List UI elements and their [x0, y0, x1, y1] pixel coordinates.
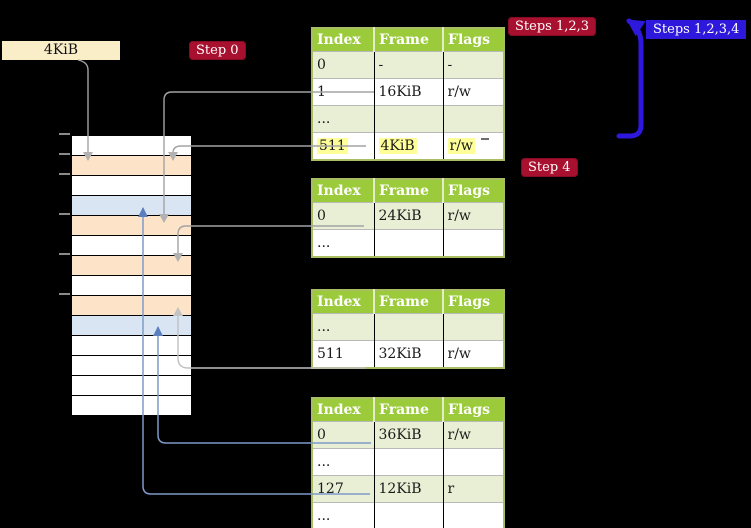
- cell-flags: [442, 448, 504, 476]
- cell-frame: [373, 105, 443, 133]
- memory-frame-row: [72, 156, 191, 176]
- arrow-steps-loopback: [616, 18, 646, 139]
- cell-index: 0: [312, 202, 374, 230]
- column-header-frame: Frame: [373, 290, 443, 314]
- cell-flags: -: [442, 51, 504, 79]
- table-row: ...: [312, 105, 504, 133]
- table-row: 511 32KiB r/w: [312, 340, 504, 368]
- cell-index: ...: [312, 502, 374, 528]
- page-table-1: Index Frame Flags 0 - - 1 16KiB r/w ... …: [311, 27, 505, 161]
- table-row: ...: [312, 448, 504, 476]
- column-header-index: Index: [312, 398, 374, 422]
- memory-frame-row: [72, 276, 191, 296]
- table-row: ...: [312, 229, 504, 257]
- column-header-flags: Flags: [442, 398, 504, 422]
- cell-flags: [442, 502, 504, 528]
- cell-frame: 12KiB: [373, 475, 443, 503]
- memory-frame-row: [72, 196, 191, 216]
- cell-flags: r: [442, 475, 504, 503]
- cell-index: ...: [312, 229, 374, 257]
- page-table-4: Index Frame Flags 0 36KiB r/w ... 127 12…: [311, 397, 505, 528]
- memory-frame-row: [72, 296, 191, 316]
- page-table-2: Index Frame Flags 0 24KiB r/w ...: [311, 178, 505, 258]
- frame-size-label: 4KiB: [2, 41, 120, 60]
- cell-flags: r/w: [442, 132, 504, 160]
- step-0-badge: Step 0: [189, 41, 246, 60]
- table-row: ...: [312, 313, 504, 341]
- cell-index: ...: [312, 105, 374, 133]
- table-row: 127 12KiB r: [312, 475, 504, 503]
- memory-frame-row: [72, 176, 191, 196]
- column-header-flags: Flags: [442, 290, 504, 314]
- column-header-index: Index: [312, 28, 374, 52]
- cell-index: 511: [312, 132, 374, 160]
- memory-frame-row: [72, 136, 191, 156]
- column-header-index: Index: [312, 179, 374, 203]
- memory-frame-row: [72, 216, 191, 236]
- column-header-flags: Flags: [442, 179, 504, 203]
- cell-index: 0: [312, 421, 374, 449]
- column-header-frame: Frame: [373, 398, 443, 422]
- cell-frame: 36KiB: [373, 421, 443, 449]
- cell-frame: 32KiB: [373, 340, 443, 368]
- cell-frame: 24KiB: [373, 202, 443, 230]
- memory-frame-row: [72, 236, 191, 256]
- cell-frame: 16KiB: [373, 78, 443, 106]
- cell-flags: r/w: [442, 78, 504, 106]
- cell-index: 127: [312, 475, 374, 503]
- cell-flags: [442, 313, 504, 341]
- cell-frame: [373, 313, 443, 341]
- cell-frame: -: [373, 51, 443, 79]
- column-header-frame: Frame: [373, 179, 443, 203]
- steps-1234-badge: Steps 1,2,3,4: [646, 20, 747, 39]
- column-header-index: Index: [312, 290, 374, 314]
- cell-index: 1: [312, 78, 374, 106]
- page-table-3: Index Frame Flags ... 511 32KiB r/w: [311, 289, 505, 369]
- steps-123-badge: Steps 1,2,3: [508, 17, 597, 36]
- memory-frame-row: [72, 336, 191, 356]
- step-4-badge: Step 4: [521, 158, 578, 177]
- column-header-flags: Flags: [442, 28, 504, 52]
- memory-frame-row: [72, 396, 191, 415]
- cell-index: 511: [312, 340, 374, 368]
- memory-frame-row: [72, 256, 191, 276]
- cell-flags: [442, 229, 504, 257]
- cell-flags: r/w: [442, 340, 504, 368]
- cell-index: ...: [312, 448, 374, 476]
- physical-memory-stack: [71, 135, 192, 417]
- cell-index: 0: [312, 51, 374, 79]
- column-header-frame: Frame: [373, 28, 443, 52]
- cell-frame: 4KiB: [373, 132, 443, 160]
- cell-flags: [442, 105, 504, 133]
- memory-address-ticks: [59, 133, 70, 295]
- table-row: 0 - -: [312, 51, 504, 79]
- table-row: 0 36KiB r/w: [312, 421, 504, 449]
- table-row: ...: [312, 502, 504, 528]
- cell-index: ...: [312, 313, 374, 341]
- table-row: 1 16KiB r/w: [312, 78, 504, 106]
- cell-frame: [373, 502, 443, 528]
- memory-frame-row: [72, 356, 191, 376]
- memory-frame-row: [72, 376, 191, 396]
- cell-frame: [373, 229, 443, 257]
- cell-flags: r/w: [442, 202, 504, 230]
- table-row: 0 24KiB r/w: [312, 202, 504, 230]
- memory-frame-row: [72, 316, 191, 336]
- table-row-highlighted: 511 4KiB r/w: [312, 132, 504, 160]
- cell-flags: r/w: [442, 421, 504, 449]
- cell-frame: [373, 448, 443, 476]
